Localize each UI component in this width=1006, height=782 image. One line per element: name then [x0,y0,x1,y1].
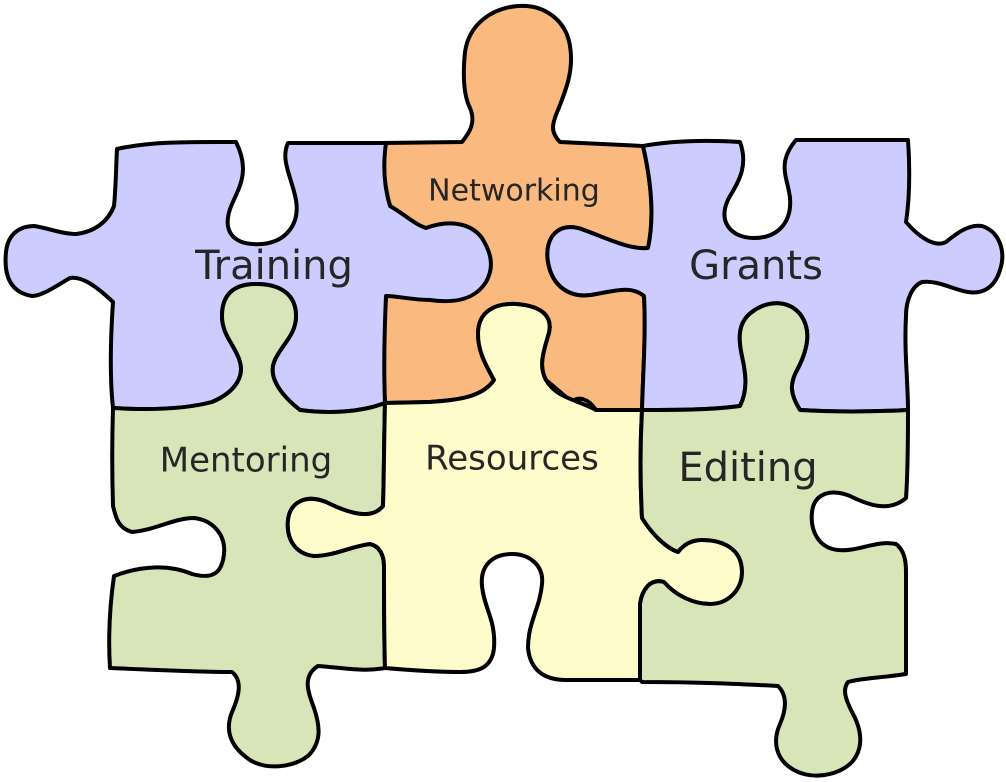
puzzle-piece-editing [638,301,910,778]
label-training: Training [194,243,353,289]
label-networking: Networking [428,174,600,209]
label-grants: Grants [689,243,823,289]
label-resources: Resources [425,439,599,479]
label-editing: Editing [678,445,817,491]
label-mentoring: Mentoring [160,441,333,481]
puzzle-piece-resources [285,301,744,683]
